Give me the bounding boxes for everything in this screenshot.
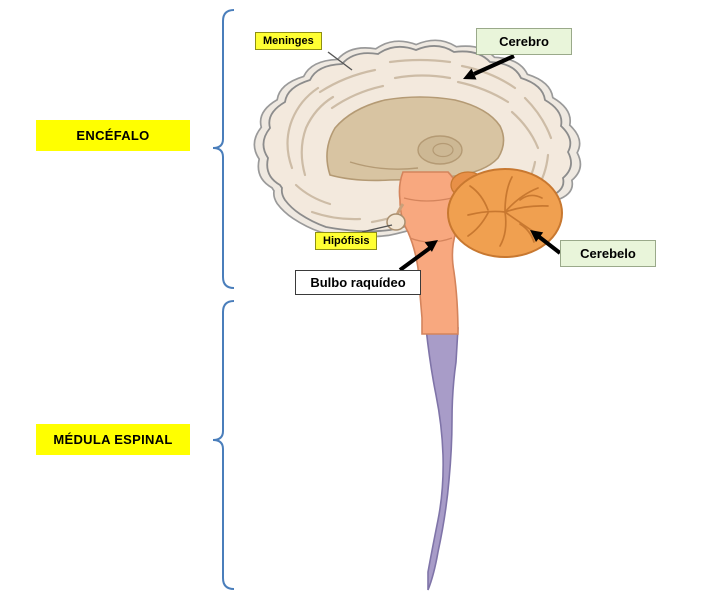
meninges-callout-line [327, 51, 353, 71]
arrow-cerebelo [530, 230, 562, 255]
bracket-medula-espinal [212, 300, 235, 590]
arrow-cerebro [463, 54, 515, 80]
pituitary-shape [386, 203, 406, 231]
medula-espinal-label: MÉDULA ESPINAL [36, 424, 190, 455]
encefalo-label: ENCÉFALO [36, 120, 190, 151]
bulbo-raquideo-label: Bulbo raquídeo [295, 270, 421, 295]
spinal-cord-shape [425, 327, 459, 591]
arrow-bulbo-raquideo [398, 240, 438, 272]
cerebro-label: Cerebro [476, 28, 572, 55]
bracket-encefalo [212, 9, 235, 289]
hipofisis-callout-line [361, 224, 393, 233]
cerebelo-label: Cerebelo [560, 240, 656, 267]
meninges-label: Meninges [255, 32, 322, 50]
hipofisis-label: Hipófisis [315, 232, 378, 250]
gyri-lines [286, 58, 553, 224]
